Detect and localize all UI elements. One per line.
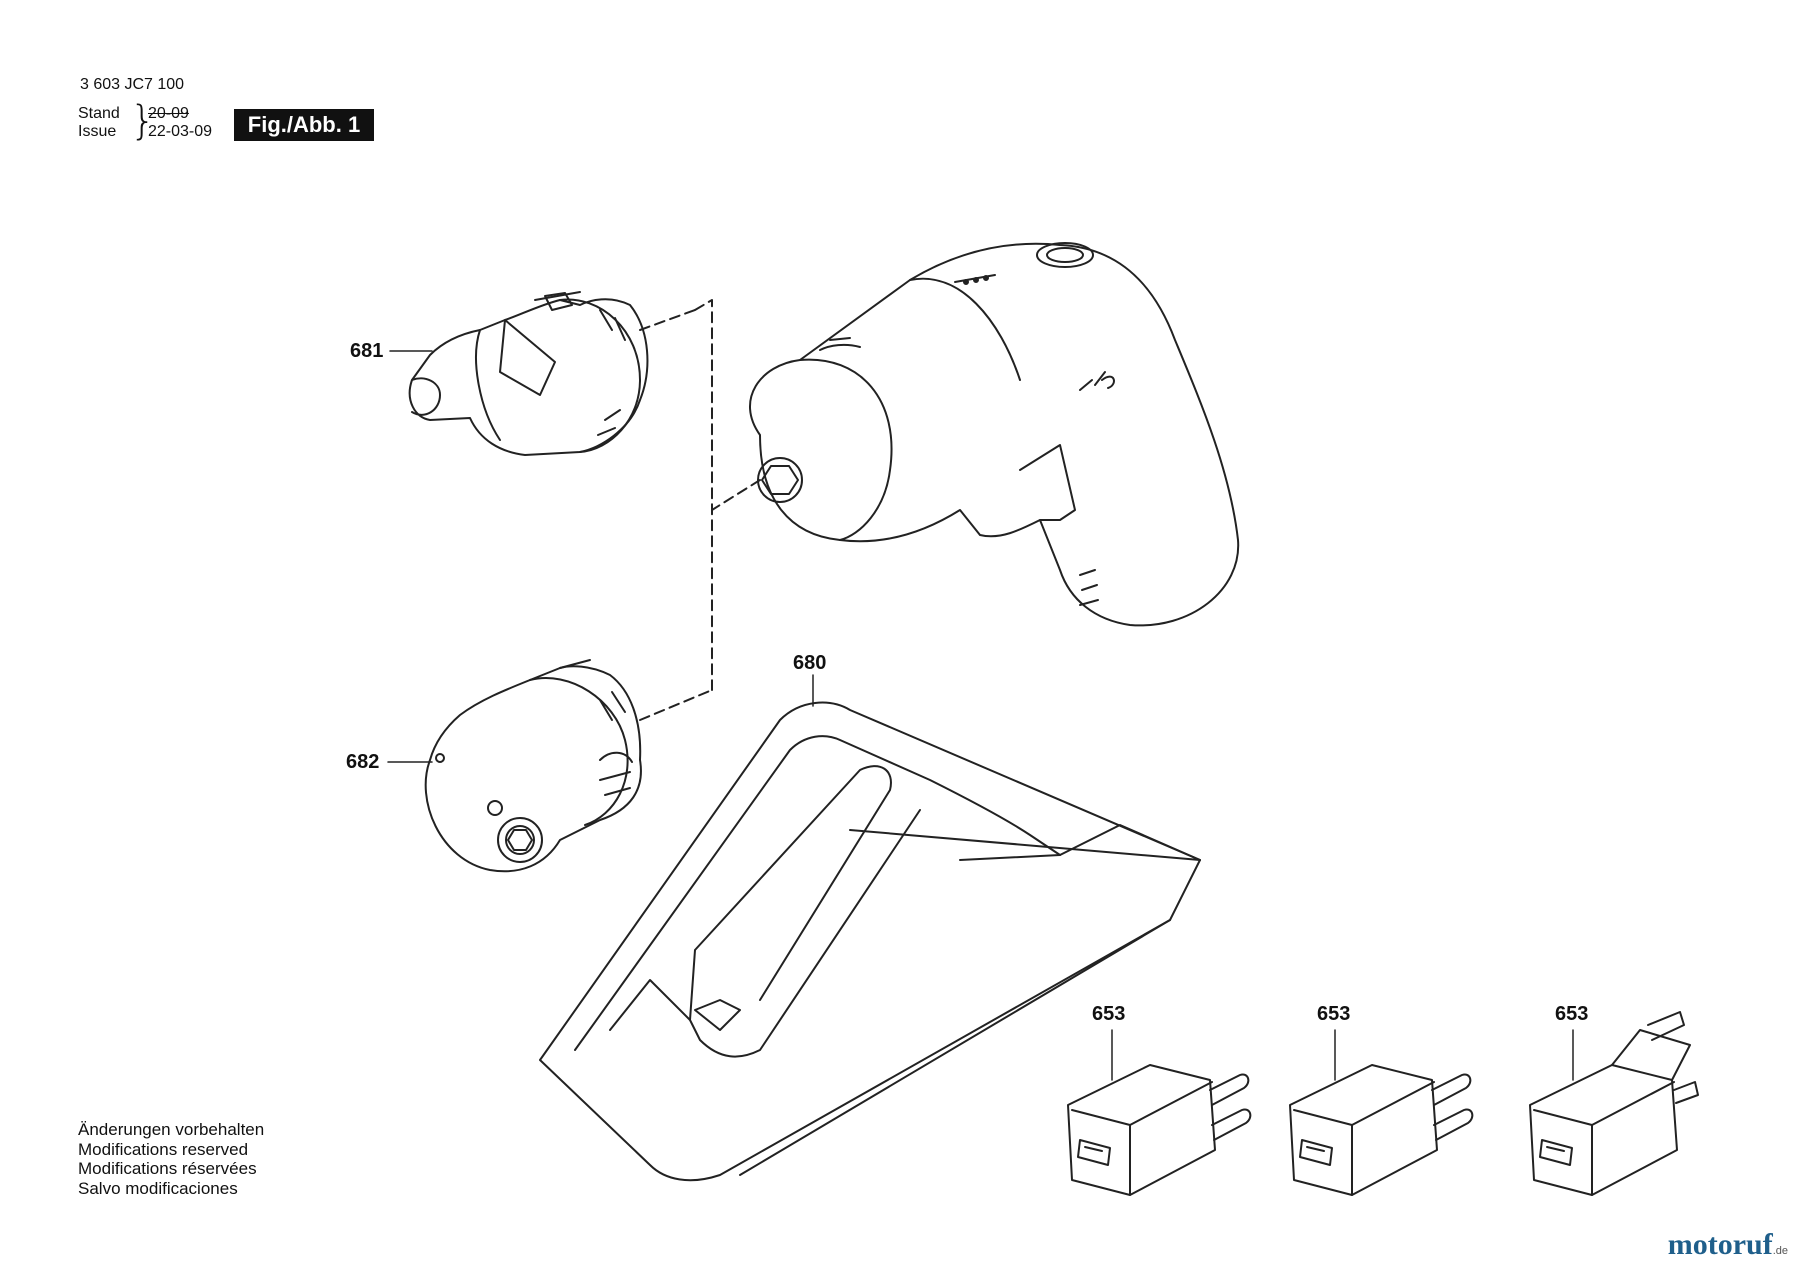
part-label-653-1: 653 <box>1092 1003 1126 1025</box>
part-label-680: 680 <box>793 652 827 674</box>
attachment-682-drawing <box>424 659 713 873</box>
document-number: 3 603 JC7 100 <box>80 76 185 93</box>
brace-symbol: } <box>130 98 156 144</box>
note-french: Modifications réservées <box>78 1159 257 1178</box>
plug-adapter-653-3-drawing <box>1529 1011 1699 1196</box>
new-date: 22-03-09 <box>148 123 213 140</box>
old-date: 20-09 <box>148 105 189 122</box>
watermark-logo: motoruf.de <box>1668 1228 1788 1262</box>
watermark-main: motoruf <box>1667 1228 1773 1261</box>
note-spanish: Salvo modificaciones <box>78 1178 238 1198</box>
part-label-681: 681 <box>350 340 384 362</box>
note-german: Änderungen vorbehalten <box>78 1120 265 1139</box>
dashed-axis-line <box>711 479 761 511</box>
plug-adapter-653-2-drawing <box>1289 1064 1474 1196</box>
charging-cradle-680-drawing <box>539 701 1201 1182</box>
note-english: Modifications reserved <box>78 1139 249 1159</box>
stand-issue-labels: Stand Issue <box>78 105 120 141</box>
plug-adapter-653-1-drawing <box>1067 1064 1252 1196</box>
screwdriver-body-drawing <box>749 242 1240 627</box>
leader-lines <box>387 350 1574 1081</box>
attachment-681-drawing <box>408 291 696 456</box>
figure-label: Fig./Abb. 1 <box>234 109 374 141</box>
dashed-assembly-line <box>694 299 713 691</box>
stand-label: Stand <box>78 105 120 122</box>
issue-label: Issue <box>78 123 117 140</box>
part-label-653-3: 653 <box>1555 1003 1589 1025</box>
watermark-suffix: .de <box>1772 1245 1788 1257</box>
revision-dates: 20-09 22-03-09 <box>148 105 212 141</box>
modification-notes: Änderungen vorbehalten Modifications res… <box>78 1120 264 1198</box>
part-label-653-2: 653 <box>1317 1003 1351 1025</box>
part-label-682: 682 <box>346 751 380 773</box>
